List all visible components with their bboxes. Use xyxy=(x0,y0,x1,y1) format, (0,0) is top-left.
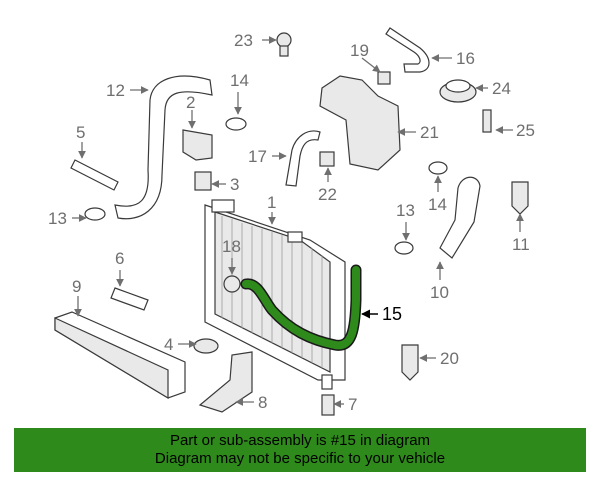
callout-8: 8 xyxy=(258,393,267,412)
cap-part-24 xyxy=(439,79,477,103)
clip-part-3 xyxy=(194,171,212,191)
clip-part-11 xyxy=(511,181,529,215)
callout-18: 18 xyxy=(222,237,241,256)
callout-10: 10 xyxy=(430,283,449,302)
callout-12: 12 xyxy=(106,81,125,100)
drain-part-7 xyxy=(321,394,335,416)
callout-6: 6 xyxy=(115,249,124,268)
banner-line-2: Diagram may not be specific to your vehi… xyxy=(154,450,446,467)
reservoir-part-21 xyxy=(319,75,401,171)
callout-17: 17 xyxy=(248,147,267,166)
cap-part-4 xyxy=(193,338,219,354)
callout-23: 23 xyxy=(234,31,253,50)
callout-1: 1 xyxy=(267,193,276,212)
clamp-part-14a xyxy=(225,117,247,131)
clamp-part-13b xyxy=(394,241,414,255)
sensor-part-25 xyxy=(482,109,492,133)
rod-part-5 xyxy=(70,159,119,191)
banner-line-1: Part or sub-assembly is #15 in diagram xyxy=(169,432,431,449)
cap-part-22 xyxy=(319,151,335,167)
radiator-hose-part-15 xyxy=(240,264,362,351)
clamp-part-14b xyxy=(428,161,448,175)
callout-labels: 23 19 16 12 14 2 24 5 25 17 21 22 3 1 13… xyxy=(48,31,535,414)
callout-16: 16 xyxy=(456,49,475,68)
parts-diagram: 23 19 16 12 14 2 24 5 25 17 21 22 3 1 13… xyxy=(48,27,535,416)
air-deflector-part xyxy=(54,311,186,400)
callout-11: 11 xyxy=(512,235,530,254)
callout-14a: 14 xyxy=(230,71,249,90)
callout-5: 5 xyxy=(76,123,85,142)
callout-13b: 13 xyxy=(396,201,415,220)
clamp-part-13a xyxy=(84,207,106,221)
hose-part-17 xyxy=(285,130,321,187)
bracket-part-8 xyxy=(198,351,253,413)
callout-4: 4 xyxy=(164,335,173,354)
grommet-part-18 xyxy=(223,275,241,293)
clip-part-20 xyxy=(401,344,419,381)
callout-7: 7 xyxy=(348,395,357,414)
callout-25: 25 xyxy=(516,121,535,140)
sleeve-part-6 xyxy=(110,287,149,311)
callout-3: 3 xyxy=(230,175,239,194)
cap-part-19 xyxy=(377,71,391,85)
hose-part-16 xyxy=(385,27,430,73)
callout-9: 9 xyxy=(72,277,81,296)
callout-13a: 13 xyxy=(48,209,67,228)
callout-19: 19 xyxy=(350,41,369,60)
bolt-part-23 xyxy=(276,32,292,57)
bracket-part-2 xyxy=(182,129,213,161)
upper-hose-part xyxy=(114,75,213,220)
callout-21: 21 xyxy=(420,123,439,142)
callout-15: 15 xyxy=(382,304,402,324)
callout-20: 20 xyxy=(440,349,459,368)
hose-part-10 xyxy=(439,176,481,259)
callout-14b: 14 xyxy=(428,195,447,214)
radiator-part xyxy=(204,199,346,390)
callout-24: 24 xyxy=(492,79,511,98)
callout-2: 2 xyxy=(186,93,195,112)
callout-22: 22 xyxy=(318,185,337,204)
info-banner: Part or sub-assembly is #15 in diagram D… xyxy=(14,428,586,472)
leader-lines xyxy=(72,36,524,408)
